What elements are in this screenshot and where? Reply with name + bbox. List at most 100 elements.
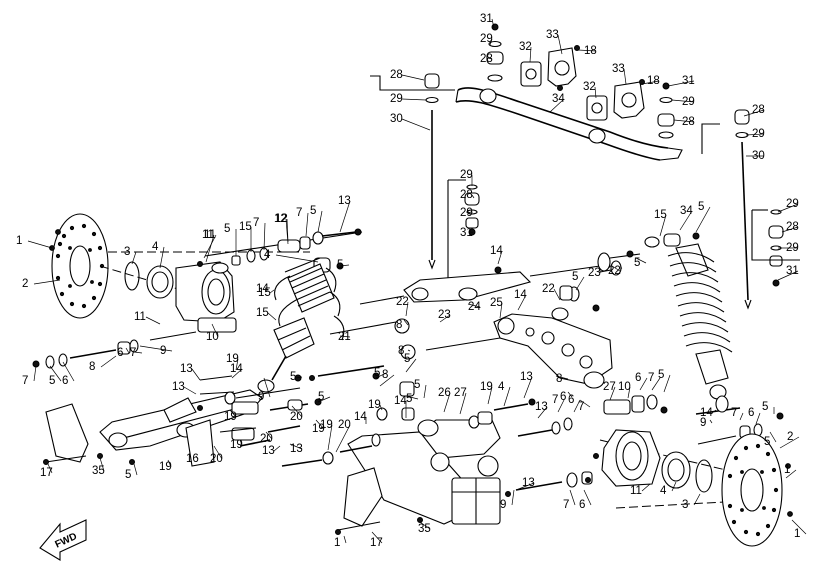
frame-brackets (370, 75, 800, 280)
callout-leader (489, 38, 493, 46)
callout-leader (401, 118, 431, 131)
callout-14: 14 (514, 289, 527, 301)
callout-leader (745, 133, 765, 136)
callout-leader (557, 399, 565, 413)
callout-29: 29 (460, 207, 473, 219)
callout-leader (265, 431, 273, 440)
callout-leader (239, 439, 243, 446)
callout-1: 1 (794, 528, 800, 540)
callout-6: 6 (748, 407, 754, 419)
callout-leader (183, 386, 197, 395)
callout-8: 8 (556, 373, 562, 385)
callout-leader (211, 323, 219, 338)
callout-leader (159, 246, 165, 269)
callout-leader (577, 49, 597, 52)
callout-29: 29 (460, 169, 473, 181)
callout-28: 28 (752, 104, 765, 116)
callout-leader (641, 483, 651, 492)
callout-3: 3 (682, 499, 688, 511)
callout-3: 3 (124, 246, 130, 258)
callout-20: 20 (290, 411, 303, 423)
callout-4: 4 (498, 381, 505, 393)
callout-14: 14 (256, 283, 269, 295)
callout-19: 19 (480, 381, 493, 393)
callout-leader (755, 412, 761, 425)
callout-leader (133, 351, 143, 354)
callout-11: 11 (134, 311, 146, 323)
callout-leader (195, 455, 199, 460)
callout-leader (555, 375, 569, 380)
callout-leader (229, 409, 237, 418)
callout-leader (405, 358, 417, 373)
line-art (32, 23, 800, 561)
callout-leader (623, 68, 627, 85)
lower-control-arm-center (309, 304, 613, 389)
callout-7: 7 (296, 207, 302, 219)
callout-leader (777, 270, 799, 281)
callout-leader (407, 349, 411, 352)
wheel-hub-right (585, 429, 761, 509)
callout-14: 14 (700, 407, 713, 419)
callout-7: 7 (648, 372, 654, 384)
callout-leader (343, 535, 347, 544)
callout-7: 7 (22, 375, 28, 387)
callout-leader (487, 57, 493, 60)
callout-21: 21 (338, 331, 351, 343)
callout-leader (339, 335, 351, 338)
callout-leader (523, 376, 533, 399)
callout-33: 33 (546, 29, 559, 41)
callout-leader (673, 119, 695, 123)
callout-leader (27, 240, 53, 249)
callout-5: 5 (698, 201, 704, 213)
callout-17: 17 (370, 537, 383, 549)
callout-leader (33, 279, 61, 285)
callout-leader (611, 265, 621, 272)
callout-leader (517, 294, 527, 311)
callout-leader (439, 314, 451, 323)
callout-leader (100, 355, 117, 368)
callout-leader (781, 226, 799, 233)
callout-19: 19 (368, 399, 381, 411)
callout-4: 4 (264, 249, 271, 261)
callout-leader (125, 347, 130, 354)
callout-leader (33, 365, 37, 382)
callout-leader (401, 98, 427, 101)
callout-5: 5 (404, 353, 410, 365)
callout-leader (627, 386, 631, 399)
callout-leader (659, 214, 667, 237)
callout-leader (273, 445, 281, 452)
callout-13: 13 (338, 195, 351, 207)
callout-leader (263, 377, 271, 398)
callout-31: 31 (682, 75, 695, 87)
callout-1: 1 (16, 235, 22, 247)
callout-8: 8 (89, 361, 95, 373)
callout-leader (131, 251, 137, 265)
callout-19: 19 (320, 419, 333, 431)
callout-27: 27 (454, 387, 467, 399)
left-arm-bolts (32, 331, 322, 465)
callout-15: 15 (256, 307, 269, 319)
callout-7: 7 (731, 407, 737, 419)
callout-31: 31 (460, 227, 473, 239)
callout-29: 29 (682, 96, 695, 108)
callout-8: 8 (396, 319, 402, 331)
callout-leader (777, 203, 799, 213)
callout-11: 11 (204, 229, 216, 241)
callout-leader (371, 531, 383, 544)
callout-leader (443, 392, 451, 413)
callout-leader (269, 289, 275, 294)
callout-2: 2 (22, 278, 28, 290)
callout-20: 20 (210, 453, 223, 465)
right-upper-links (559, 260, 623, 302)
callout-leader (515, 482, 535, 491)
callout-leader (497, 250, 503, 265)
callout-leader (47, 463, 53, 474)
callout-5: 5 (374, 367, 380, 379)
callout-leader (235, 358, 239, 371)
callout-5: 5 (310, 205, 316, 217)
callout-leader (693, 493, 701, 506)
callout-28: 28 (390, 69, 403, 81)
callout-leader (511, 489, 515, 506)
callout-10: 10 (206, 331, 219, 343)
